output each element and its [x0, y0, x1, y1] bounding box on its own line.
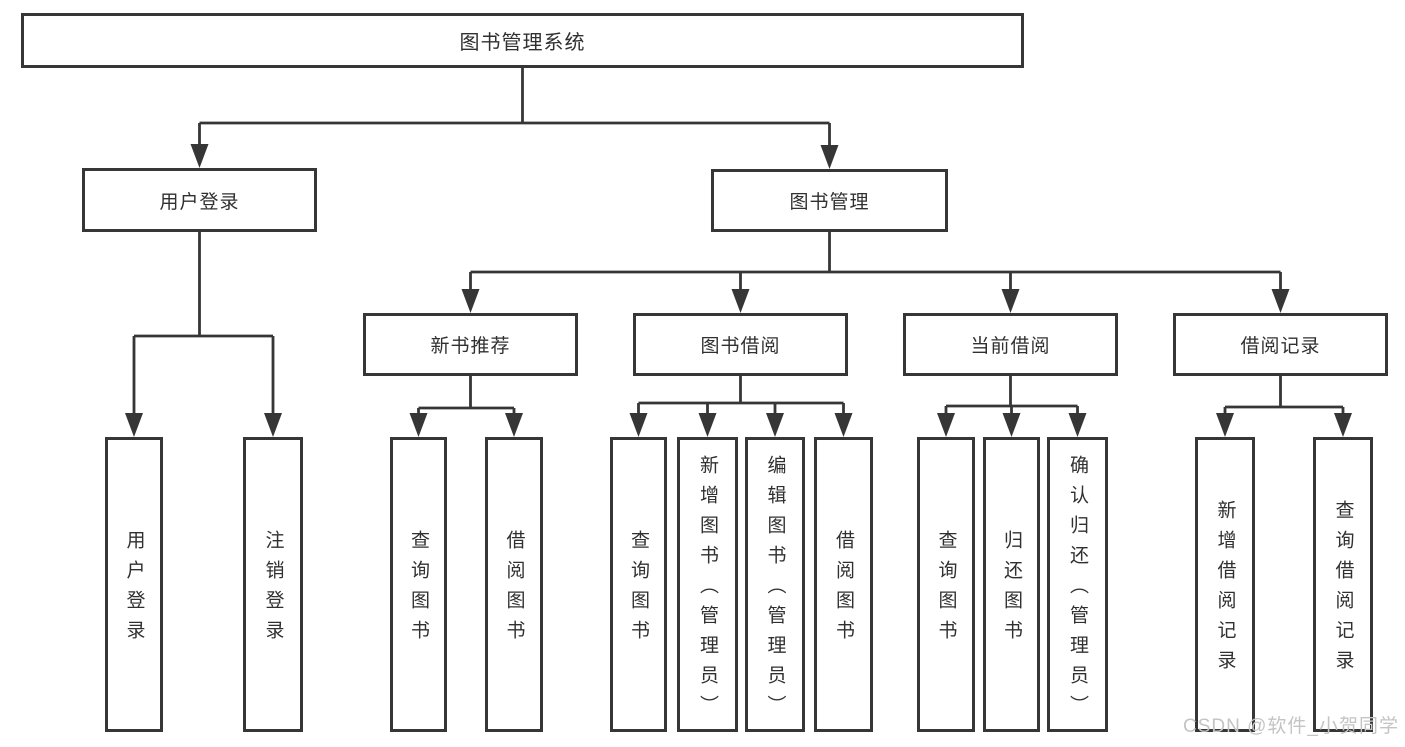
arrow-down-icon: [264, 413, 282, 437]
node-label: 查询借阅记录: [1332, 500, 1354, 680]
arrowheads: [125, 144, 1352, 437]
node-label: 用户登录: [123, 530, 145, 650]
node-label: 确认归还（管理员）: [1067, 455, 1088, 725]
connector-userlogin-to-leaves: [132, 232, 275, 421]
arrow-down-icon: [1068, 413, 1087, 437]
arrow-down-icon: [1271, 289, 1290, 313]
arrow-down-icon: [505, 413, 523, 437]
node-label: 图书管理系统: [459, 32, 586, 54]
leaf-edit-book-admin: 编辑图书（管理员）: [745, 437, 805, 732]
node-label: 用户登录: [159, 191, 240, 213]
leaf-query-books-borrowing: 查询图书: [610, 437, 667, 732]
connector-root-to-level2: [198, 68, 831, 153]
arrow-down-icon: [1002, 413, 1021, 437]
node-label: 查询图书: [408, 530, 429, 650]
connector-newbook-to-leaves: [417, 376, 516, 421]
arrow-down-icon: [698, 413, 717, 437]
leaf-user-login: 用户登录: [105, 437, 163, 732]
node-label: 借阅图书: [833, 530, 854, 650]
node-label: 查询图书: [935, 530, 957, 650]
leaf-borrow-books-recommend: 借阅图书: [485, 437, 543, 732]
node-label: 注销登录: [262, 530, 284, 650]
arrow-down-icon: [820, 145, 839, 169]
leaf-query-books-current: 查询图书: [917, 437, 975, 732]
node-new-book-recommend: 新书推荐: [363, 313, 578, 376]
arrow-down-icon: [731, 289, 750, 313]
arrow-down-icon: [937, 413, 955, 437]
node-label: 图书借阅: [700, 336, 781, 357]
node-label: 借阅记录: [1240, 336, 1321, 357]
node-label: 新书推荐: [430, 336, 511, 357]
node-label: 归还图书: [1001, 530, 1022, 650]
connector-bookborrow-to-leaves: [637, 376, 845, 421]
arrow-down-icon: [1334, 413, 1352, 437]
node-current-borrowing: 当前借阅: [903, 313, 1118, 376]
leaf-query-books-recommend: 查询图书: [390, 437, 447, 732]
leaf-borrow-books: 借阅图书: [814, 437, 873, 732]
node-label: 编辑图书（管理员）: [764, 455, 786, 725]
node-book-borrowing: 图书借阅: [633, 313, 848, 376]
arrow-down-icon: [409, 413, 428, 437]
arrow-down-icon: [1216, 413, 1234, 437]
connector-bookmgmt-to-level3: [469, 232, 1282, 297]
csdn-watermark: CSDN @软件_小贺同学: [1183, 716, 1399, 737]
leaf-add-book-admin: 新增图书（管理员）: [677, 437, 738, 732]
arrow-down-icon: [190, 144, 209, 168]
arrow-down-icon: [125, 413, 143, 437]
arrow-down-icon: [766, 413, 784, 437]
node-book-management: 图书管理: [711, 169, 948, 232]
arrow-down-icon: [1001, 289, 1020, 313]
arrow-down-icon: [461, 289, 480, 313]
arrow-down-icon: [629, 413, 648, 437]
node-label: 查询图书: [628, 530, 649, 650]
node-borrowing-records: 借阅记录: [1173, 313, 1388, 376]
node-label: 图书管理: [789, 192, 870, 213]
node-library-management-system: 图书管理系统: [21, 13, 1024, 68]
connector-records-to-leaves: [1223, 376, 1345, 421]
leaf-logout: 注销登录: [243, 437, 303, 732]
leaf-query-borrow-record: 查询借阅记录: [1313, 437, 1373, 732]
leaf-confirm-return-admin: 确认归还（管理员）: [1047, 437, 1108, 732]
leaf-return-book: 归还图书: [983, 437, 1040, 732]
node-label: 新增借阅记录: [1214, 500, 1236, 680]
leaf-add-borrow-record: 新增借阅记录: [1195, 437, 1255, 732]
node-label: 新增图书（管理员）: [697, 455, 718, 725]
node-user-login: 用户登录: [82, 168, 317, 232]
arrow-down-icon: [834, 413, 853, 437]
node-label: 借阅图书: [503, 530, 525, 650]
node-label: 当前借阅: [970, 336, 1051, 357]
